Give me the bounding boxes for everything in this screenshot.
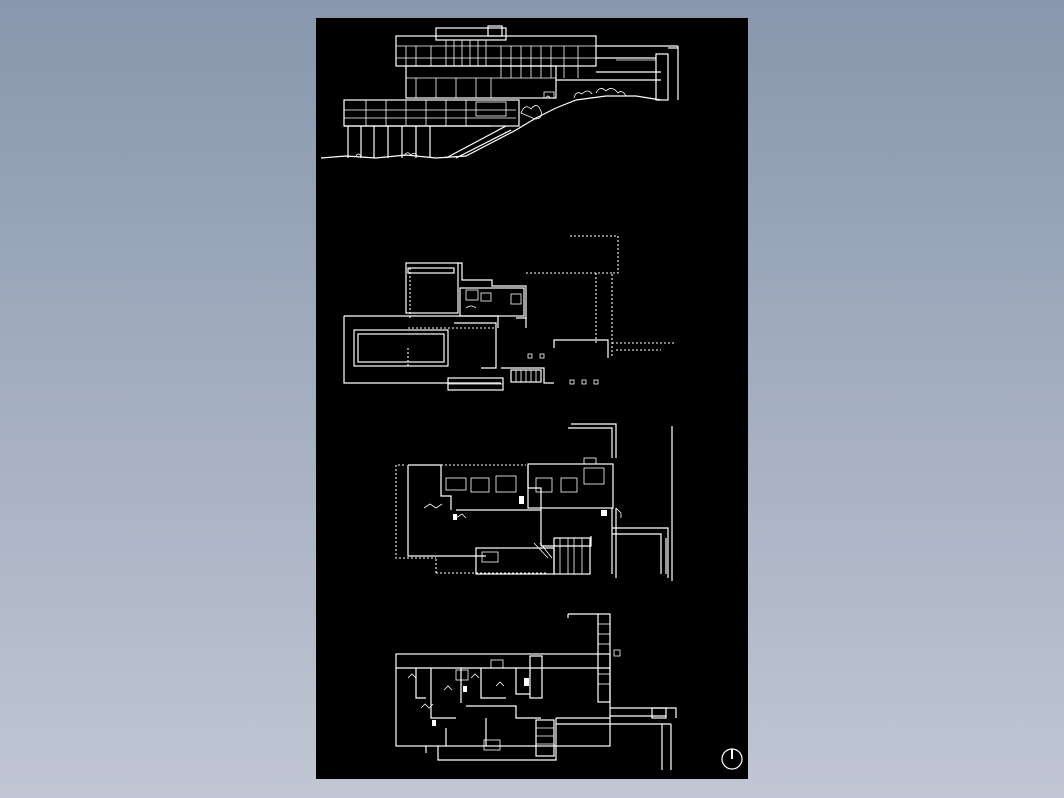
north-arrow-icon [721, 748, 743, 770]
plan-level-1-drawing [343, 235, 674, 391]
plan-level-2-drawing [395, 423, 673, 581]
plan-level-3-drawing [395, 613, 677, 770]
elevation-drawing [320, 25, 679, 159]
drawing-sheet [316, 18, 748, 779]
cad-drawing-canvas [320, 25, 743, 770]
